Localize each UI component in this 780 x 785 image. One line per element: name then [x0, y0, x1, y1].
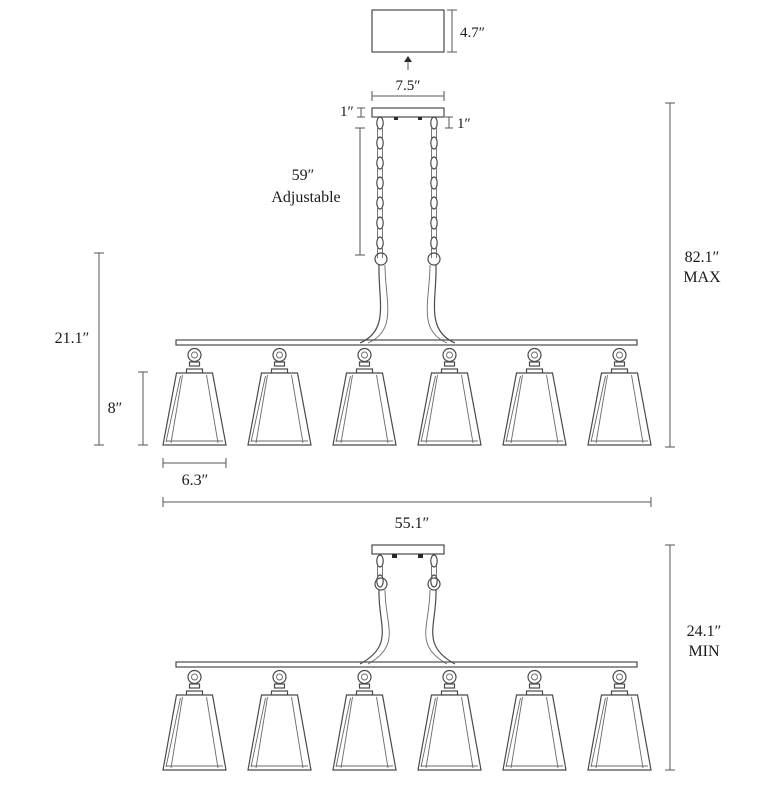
chain-right — [430, 116, 438, 258]
shade-3 — [332, 669, 397, 771]
shade-height-label: 8″ — [108, 400, 123, 417]
shade-1 — [162, 669, 227, 771]
fixture-height-label: 21.1″ — [55, 330, 90, 347]
canopy-thickness-label-left: 1″ — [340, 104, 354, 120]
max-label: MAX — [683, 269, 721, 286]
overall-width-label: 55.1″ — [395, 515, 430, 532]
canopy-detail-box — [371, 9, 445, 53]
chain-min-left — [376, 554, 384, 588]
canopy-height-label: 4.7″ — [460, 25, 485, 41]
canopy-plate — [371, 107, 445, 118]
canopy-height-dimension — [447, 9, 457, 53]
arm-right — [433, 264, 456, 344]
canopy-thickness-label-right: 1″ — [457, 116, 471, 132]
arm-min-left — [359, 589, 383, 665]
max-height-label: 82.1″ — [685, 249, 720, 266]
max-height-dimension — [665, 102, 675, 448]
shade-5 — [502, 669, 567, 771]
shade-3 — [332, 347, 397, 446]
fixture-min — [162, 544, 652, 771]
crossbar — [175, 339, 638, 346]
shade-5 — [502, 347, 567, 446]
canopy-thickness-dimension-left — [357, 107, 365, 118]
chain-min-right — [430, 554, 438, 588]
arm-ring-left — [374, 252, 388, 266]
chain-length-dimension — [355, 127, 365, 256]
shade-1 — [162, 347, 227, 446]
fixture-max — [162, 107, 652, 446]
shade-2 — [247, 347, 312, 446]
canopy-width-dimension — [371, 91, 445, 101]
shade-2 — [247, 669, 312, 771]
arm-left — [359, 264, 382, 344]
crossbar-min — [175, 661, 638, 668]
overall-width-dimension — [162, 497, 652, 507]
chain-left — [376, 116, 384, 258]
shade-width-dimension — [162, 458, 227, 468]
shade-6 — [587, 347, 652, 446]
shade-4 — [417, 669, 482, 771]
min-height-label: 24.1″ — [687, 623, 722, 640]
arrow-up-icon — [404, 56, 412, 70]
shade-6 — [587, 669, 652, 771]
shade-height-dimension — [138, 371, 148, 446]
shade-width-label: 6.3″ — [182, 472, 209, 489]
min-height-dimension — [665, 544, 675, 771]
chain-note-label: Adjustable — [271, 189, 340, 206]
fixture-height-dimension — [94, 252, 104, 446]
chain-length-label: 59″ — [292, 167, 315, 184]
canopy-plate-min — [371, 544, 445, 555]
shade-4 — [417, 347, 482, 446]
canopy-thickness-dimension-right — [445, 116, 453, 129]
canopy-width-label: 7.5″ — [396, 78, 421, 94]
shade-row-max — [162, 347, 652, 446]
arm-min-right — [432, 589, 456, 665]
min-label: MIN — [688, 643, 720, 660]
arm-ring-right — [427, 252, 441, 266]
shade-row-min — [162, 669, 652, 771]
